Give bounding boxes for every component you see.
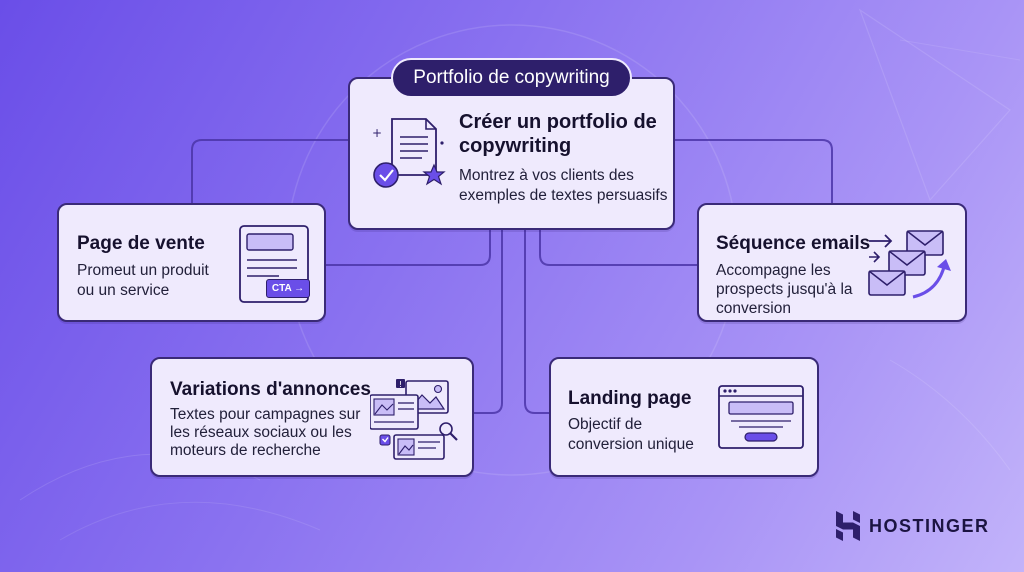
card-landing-page: Landing page Objectif de conversion uniq… xyxy=(549,357,819,477)
svg-text:!: ! xyxy=(399,380,402,389)
card-ad-variations-title: Variations d'annonces xyxy=(170,379,371,400)
center-card-description: Montrez à vos clients des exemples de te… xyxy=(459,167,668,204)
card-sales-page-title: Page de vente xyxy=(77,233,205,254)
card-landing-page-description: Objectif de conversion unique xyxy=(568,416,694,453)
ad-images-magnifier-icon: ! xyxy=(370,379,458,460)
card-ad-variations-description: Textes pour campagnes sur les réseaux so… xyxy=(170,406,361,459)
center-card: + Créer un portfolio de copywriting Mont… xyxy=(348,77,675,230)
hostinger-h-logo-icon xyxy=(836,511,860,541)
document-check-star-icon: + xyxy=(372,118,446,188)
envelopes-arrow-icon xyxy=(868,230,951,299)
card-ad-variations: Variations d'annonces Textes pour campag… xyxy=(150,357,474,477)
svg-text:+: + xyxy=(372,126,382,140)
header-pill: Portfolio de copywriting xyxy=(391,58,632,98)
center-card-title: Créer un portfolio de copywriting xyxy=(459,111,657,157)
card-email-sequence-title: Séquence emails xyxy=(716,233,871,254)
hostinger-logo: HOSTINGER xyxy=(836,511,990,541)
landing-page-browser-icon xyxy=(718,385,804,449)
card-landing-page-title: Landing page xyxy=(568,388,692,409)
brand-name: HOSTINGER xyxy=(869,515,990,536)
card-email-sequence-description: Accompagne les prospects jusqu'à la conv… xyxy=(716,262,853,317)
card-sales-page: Page de vente Promeut un produit ou un s… xyxy=(57,203,326,322)
cta-button: CTA → xyxy=(266,279,310,298)
card-sales-page-description: Promeut un produit ou un service xyxy=(77,262,209,299)
card-email-sequence: Séquence emails Accompagne les prospects… xyxy=(697,203,967,322)
